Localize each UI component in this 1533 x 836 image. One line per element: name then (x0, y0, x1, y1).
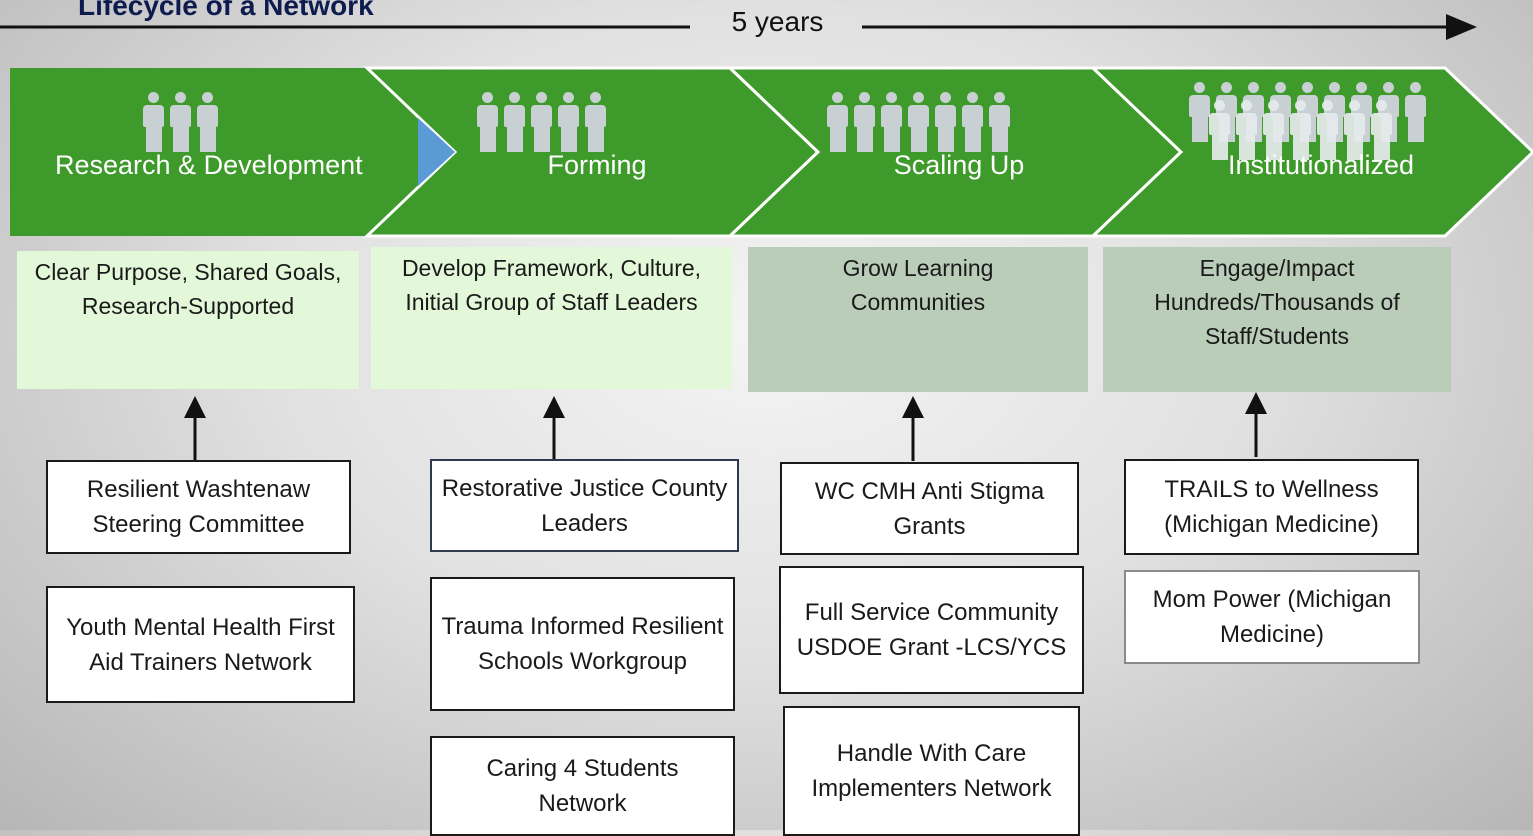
people-icon-group-forming (474, 92, 608, 154)
up-arrow-icon (543, 396, 565, 461)
network-box: TRAILS to Wellness (Michigan Medicine) (1124, 459, 1419, 555)
person-icon (932, 92, 958, 154)
person-icon (1260, 100, 1286, 162)
person-icon (1368, 100, 1394, 162)
timeline-arrow (0, 14, 1477, 40)
stage-label-forming: Forming (547, 150, 647, 180)
network-box: Caring 4 Students Network (430, 736, 735, 836)
person-icon (474, 92, 500, 154)
person-icon (501, 92, 527, 154)
chevron-research (10, 68, 455, 236)
network-box: Trauma Informed Resilient Schools Workgr… (430, 577, 735, 711)
network-box: WC CMH Anti Stigma Grants (780, 462, 1079, 555)
goal-box-forming: Develop Framework, Culture, Initial Grou… (371, 247, 732, 389)
diagram-title: Lifecycle of a Network (78, 0, 374, 21)
goal-box-research: Clear Purpose, Shared Goals, Research-Su… (17, 251, 359, 389)
people-icon-group-institutionalized-front (1206, 100, 1394, 162)
person-icon (959, 92, 985, 154)
person-icon (140, 92, 166, 154)
network-box: Mom Power (Michigan Medicine) (1124, 570, 1420, 664)
person-icon (1402, 82, 1428, 144)
network-box: Youth Mental Health First Aid Trainers N… (46, 586, 355, 703)
people-icon-group-research (140, 92, 220, 154)
stage-label-scaling: Scaling Up (893, 150, 1025, 180)
person-icon (1186, 82, 1212, 144)
person-icon (555, 92, 581, 154)
stage-label-institutionalized: Institutionalized (1227, 150, 1415, 180)
person-icon (167, 92, 193, 154)
person-icon (851, 92, 877, 154)
person-icon (986, 92, 1012, 154)
person-icon (878, 92, 904, 154)
people-icon-group-scaling (824, 92, 1012, 154)
network-box: Full Service Community USDOE Grant -LCS/… (779, 566, 1084, 694)
up-arrow-icon (902, 396, 924, 461)
network-box: Handle With Care Implementers Network (783, 706, 1080, 836)
person-icon (905, 92, 931, 154)
stage-label-research: Research & Development (55, 150, 363, 180)
goal-box-institutionalized: Engage/Impact Hundreds/Thousands of Staf… (1103, 247, 1451, 392)
timeline-label: 5 years (731, 6, 824, 37)
person-icon (1233, 100, 1259, 162)
person-icon (1314, 100, 1340, 162)
person-icon (824, 92, 850, 154)
network-box: Restorative Justice County Leaders (430, 459, 739, 552)
goal-box-scaling: Grow Learning Communities (748, 247, 1088, 392)
person-icon (1287, 100, 1313, 162)
network-box: Resilient Washtenaw Steering Committee (46, 460, 351, 554)
blue-accent-marker (418, 118, 455, 186)
person-icon (1206, 100, 1232, 162)
up-arrow-icon (1245, 392, 1267, 457)
person-icon (194, 92, 220, 154)
person-icon (1341, 100, 1367, 162)
up-arrow-icon (184, 396, 206, 461)
person-icon (528, 92, 554, 154)
person-icon (582, 92, 608, 154)
